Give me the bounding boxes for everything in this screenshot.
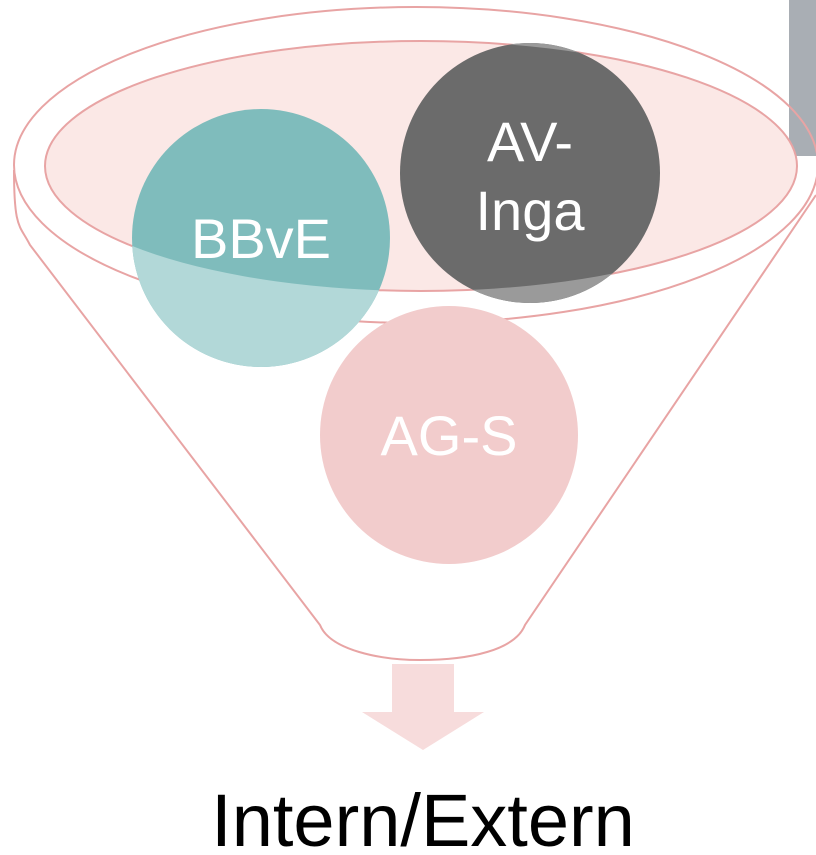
down-arrow-icon [362, 664, 484, 750]
label-ag-s: AG-S [381, 404, 518, 467]
background-image-fragment [789, 0, 816, 156]
label-av-inga-line1: AV- [487, 110, 573, 173]
circle-ag-s [320, 306, 578, 564]
label-av-inga-line2: Inga [476, 179, 586, 242]
funnel-body [13, 169, 816, 662]
label-bbve: BBvE [191, 207, 331, 270]
circle-av-inga [400, 43, 660, 303]
output-label: Intern/Extern [211, 779, 635, 855]
